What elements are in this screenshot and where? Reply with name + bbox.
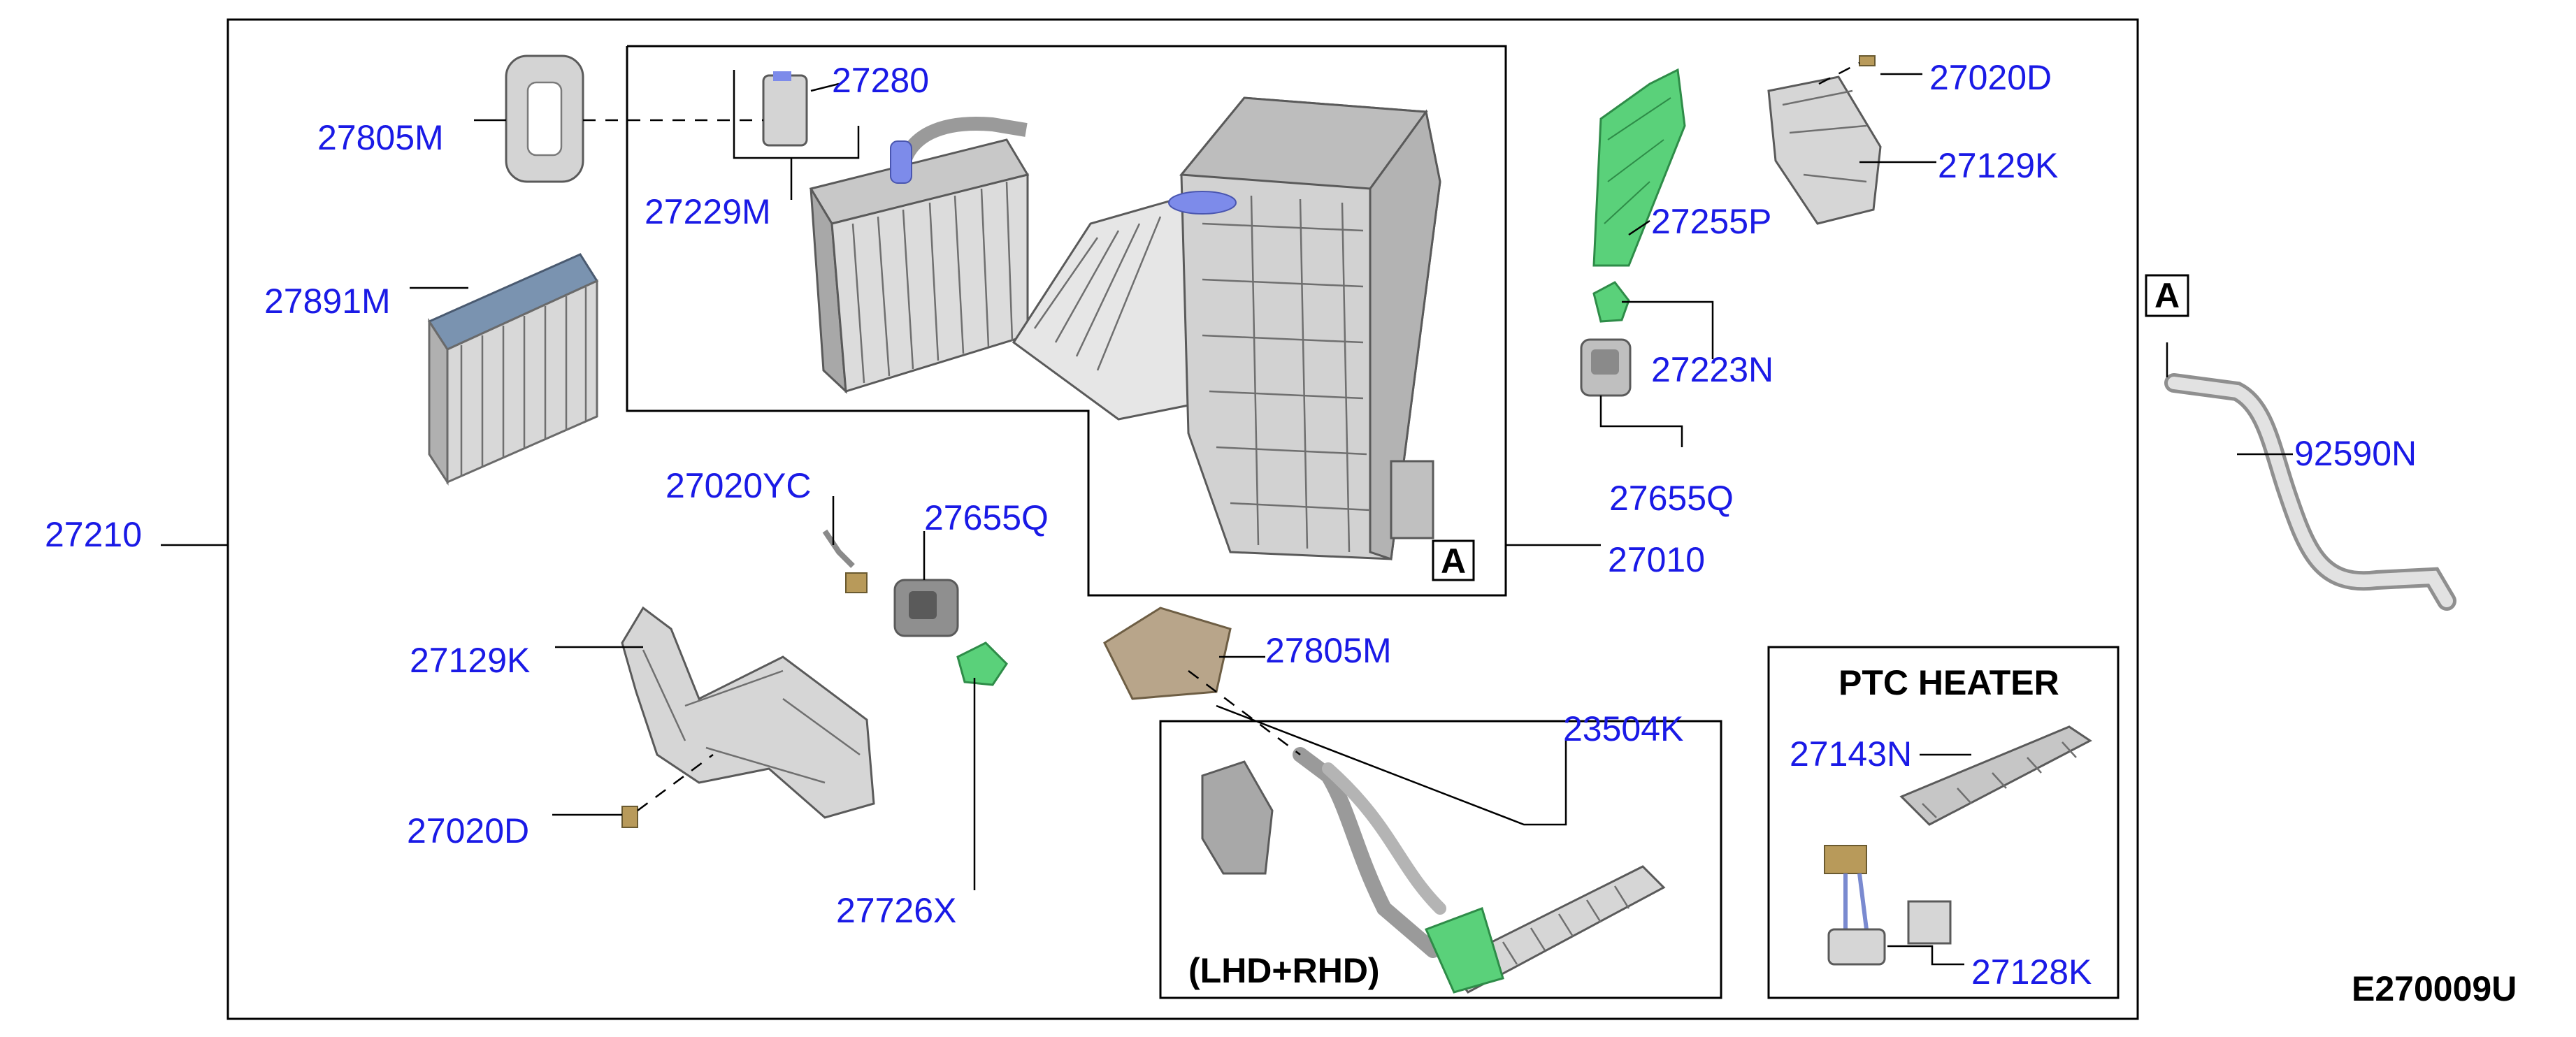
actuator-left-drawing [822, 529, 1008, 686]
heater-core-frame [1159, 720, 1722, 999]
label-92590n: 92590N [2294, 434, 2417, 473]
blower-housing-left-drawing [621, 606, 875, 828]
ptc-heater-drawing [1824, 725, 2092, 966]
callout-a-right: A [2145, 274, 2189, 317]
diagram-code: E270009U [2352, 969, 2517, 1008]
actuator-right-drawing [1580, 281, 1632, 397]
label-27143n: 27143N [1790, 734, 1912, 774]
label-27255p: 27255P [1651, 202, 1771, 241]
label-27891m: 27891M [264, 282, 391, 321]
evaporator-drawing [762, 71, 1030, 394]
ptc-heater-frame [1767, 646, 2120, 999]
ptc-heater-title: PTC HEATER [1839, 663, 2059, 702]
label-23504k: 23504K [1563, 709, 1683, 748]
label-27655q-right: 27655Q [1609, 479, 1734, 518]
hvac-unit-frame [626, 45, 1507, 597]
label-27020yc: 27020YC [665, 466, 812, 505]
label-27020d-right: 27020D [1929, 58, 2052, 97]
heater-core-drawing [1201, 747, 1666, 994]
duct-drawing [1592, 68, 1686, 267]
label-27128k: 27128K [1971, 952, 2092, 992]
label-27129k-right: 27129K [1938, 146, 2058, 185]
label-27805m-top: 27805M [317, 118, 444, 157]
main-frame [226, 18, 2139, 1020]
gasket-mid-drawing [1103, 607, 1232, 700]
label-27229m: 27229M [645, 192, 771, 231]
label-27805m-mid: 27805M [1265, 631, 1392, 670]
label-27726x: 27726X [836, 891, 956, 930]
label-27010: 27010 [1608, 540, 1705, 579]
label-27020d-left: 27020D [407, 811, 529, 850]
lhd-rhd-note: (LHD+RHD) [1188, 951, 1380, 990]
cabin-filter-drawing [427, 253, 599, 486]
callout-a-main: A [1432, 539, 1475, 581]
label-27129k-left: 27129K [410, 641, 530, 680]
gasket-top-drawing [505, 55, 584, 183]
leader-lines [161, 61, 2293, 966]
label-27280: 27280 [832, 61, 929, 100]
label-27210: 27210 [45, 515, 142, 554]
callout-a-main-letter: A [1441, 542, 1466, 581]
blower-motor-right-drawing [1767, 55, 1882, 225]
callout-a-right-letter: A [2154, 276, 2180, 315]
hvac-unit-drawing [1012, 96, 1441, 560]
hose-drawing [2164, 373, 2456, 611]
label-27223n: 27223N [1651, 350, 1773, 389]
label-27655q-left: 27655Q [924, 498, 1049, 537]
